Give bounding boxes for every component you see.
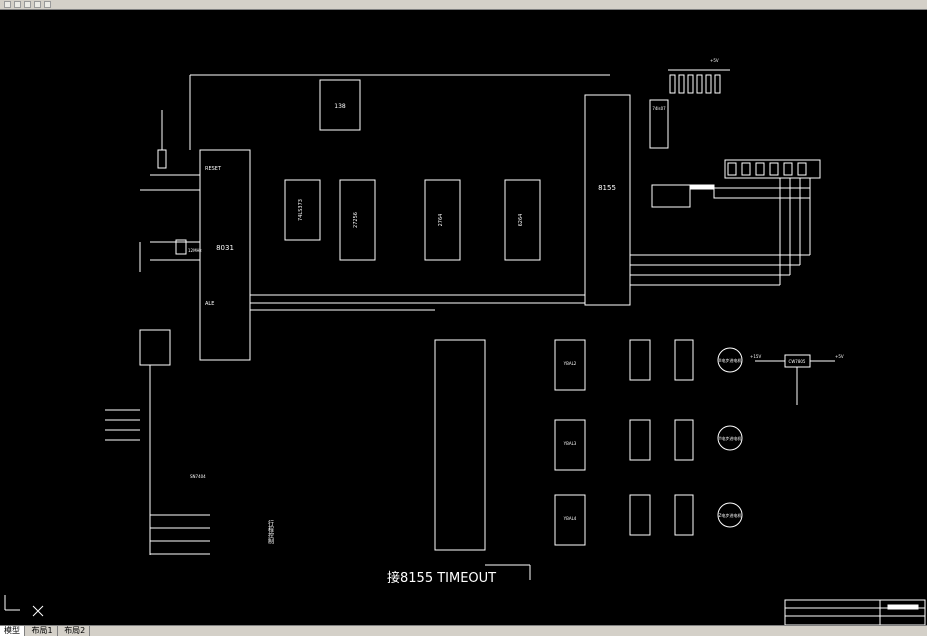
motor-y — [717, 425, 743, 451]
u-yz-label: YBAL4 — [563, 516, 577, 521]
u-8155-box — [584, 94, 631, 306]
timeout-label: 接8155 TIMEOUT — [387, 570, 496, 586]
digit-5 — [783, 162, 793, 176]
u-yx-box — [554, 339, 586, 391]
u-2764-box — [424, 179, 461, 261]
pullup-r3 — [687, 74, 694, 94]
motor-x-label: X电步进电机 — [719, 357, 742, 363]
u-2764-label: 2764 — [438, 214, 444, 227]
digit-4 — [769, 162, 779, 176]
u-8155-label: 8155 — [598, 184, 616, 192]
top-vcc-label: +5V — [710, 58, 719, 63]
digit-1 — [727, 162, 737, 176]
driver-stack-z — [674, 494, 694, 536]
reg-out-label: +5V — [835, 354, 844, 359]
motor-y-label: Y电步进电机 — [718, 435, 741, 441]
toolbar-button[interactable] — [4, 1, 11, 8]
cursor-x-icon — [32, 605, 44, 617]
digit-2 — [741, 162, 751, 176]
reg-in-label: +15V — [750, 354, 761, 359]
xtal-label: 12MHz — [188, 248, 202, 253]
transistor-block — [139, 329, 171, 366]
motor-z — [717, 502, 743, 528]
motor-x — [717, 347, 743, 373]
u-138-box — [319, 79, 361, 131]
layout-tab-bar: 模型 布局1 布局2 — [0, 625, 927, 636]
pullup-r5 — [705, 74, 712, 94]
ale-label: ALE — [205, 301, 214, 307]
digit-6 — [797, 162, 807, 176]
power-amp-x — [629, 339, 651, 381]
u-74ls373-label: 74LS373 — [298, 199, 304, 221]
toolbar-button[interactable] — [14, 1, 21, 8]
driver-stack-x — [674, 339, 694, 381]
title-block — [784, 599, 926, 625]
u-74ls07-box — [649, 99, 669, 149]
toolbar-button[interactable] — [44, 1, 51, 8]
driver-stack-y — [674, 419, 694, 461]
u-74ls07-label: 74ls07 — [652, 106, 666, 111]
u-6264-box — [504, 179, 541, 261]
pullup-r1 — [669, 74, 676, 94]
u-7805-label: CW7805 — [789, 359, 806, 364]
u-8031-label: 8031 — [216, 244, 234, 252]
pullup-r6 — [714, 74, 721, 94]
motor-z-label: Z电步进电机 — [719, 512, 742, 518]
title-block-fill — [887, 604, 919, 610]
toolbar-button[interactable] — [24, 1, 31, 8]
u-yx-label: YBAL2 — [563, 361, 577, 366]
driver-note: SN7404 — [190, 474, 206, 479]
u-74ls373-box — [284, 179, 321, 241]
power-amp-z — [629, 494, 651, 536]
keyboard-bar — [689, 184, 715, 190]
tab-layout2[interactable]: 布局2 — [60, 626, 91, 636]
u-138-label: 138 — [334, 103, 346, 110]
u-yy-label: YBAL3 — [563, 441, 577, 446]
power-amp-y — [629, 419, 651, 461]
limit-switch-label: 行程控制 — [267, 519, 274, 545]
u-yy-box — [554, 419, 586, 471]
u-8155b-box — [434, 339, 486, 551]
reset-label: RESET — [205, 166, 222, 172]
u-27256-label: 27256 — [353, 212, 359, 228]
pullup-r2 — [678, 74, 685, 94]
u-yz-box — [554, 494, 586, 546]
ucs-icon — [4, 595, 20, 611]
digit-3 — [755, 162, 765, 176]
u-6264-label: 6264 — [518, 214, 524, 227]
u-27256-box — [339, 179, 376, 261]
seven-seg-display — [724, 159, 821, 179]
resistor-bank-2 — [651, 184, 691, 208]
digit-driver-row — [713, 187, 811, 199]
reset-resistor — [157, 149, 167, 169]
cad-toolbar — [0, 0, 927, 10]
u-8031-box — [199, 149, 251, 361]
toolbar-button[interactable] — [34, 1, 41, 8]
schematic-canvas: 8031 RESET ALE 12MHz 138 74LS373 27256 2… — [4, 58, 926, 625]
xtal — [175, 239, 187, 255]
pullup-r4 — [696, 74, 703, 94]
